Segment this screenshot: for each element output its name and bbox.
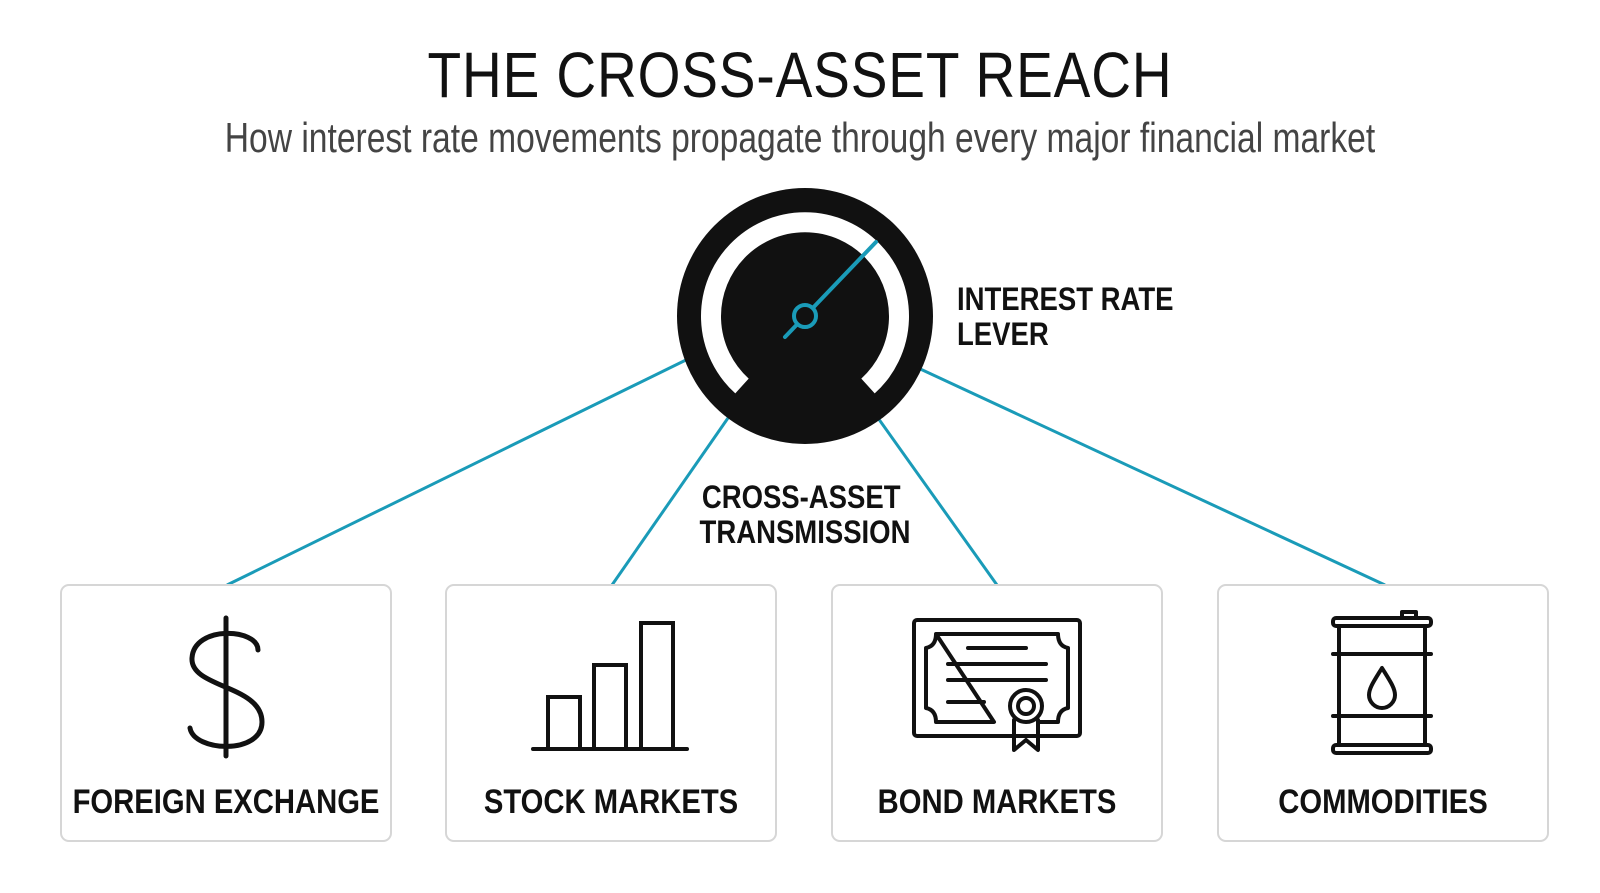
hub-label: INTEREST RATE LEVER [957, 282, 1181, 352]
connector-foreign-exchange [226, 356, 691, 587]
connector-lines [226, 356, 1386, 587]
certificate-icon [912, 618, 1082, 752]
gauge-icon [677, 188, 933, 444]
market-card-bond-markets: BOND MARKETS [831, 584, 1163, 842]
connector-bond-markets [876, 417, 999, 586]
market-label-commodities: COMMODITIES [1278, 782, 1487, 821]
oil-barrel-icon [1331, 610, 1433, 755]
connector-commodities [915, 365, 1386, 587]
market-card-foreign-exchange: FOREIGN EXCHANGE [60, 584, 392, 842]
hub-label-line-2: LEVER [957, 317, 1049, 352]
market-label-bond-markets: BOND MARKETS [878, 782, 1117, 821]
market-card-stock-markets: STOCK MARKETS [445, 584, 777, 842]
dollar-sign-icon [187, 615, 265, 759]
connector-stock-markets [610, 417, 730, 586]
market-label-foreign-exchange: FOREIGN EXCHANGE [73, 782, 380, 821]
transmission-label-line-1: CROSS-ASSET [702, 480, 901, 515]
market-label-stock-markets: STOCK MARKETS [484, 782, 738, 821]
page-title: THE CROSS-ASSET REACH [427, 39, 1173, 111]
market-card-commodities: COMMODITIES [1217, 584, 1549, 842]
transmission-label-line-2: TRANSMISSION [700, 515, 911, 550]
hub-label-line-1: INTEREST RATE [957, 282, 1173, 317]
page-subtitle: How interest rate movements propagate th… [224, 114, 1376, 161]
transmission-label: CROSS-ASSET TRANSMISSION [700, 480, 911, 550]
bar-chart-icon [531, 621, 689, 751]
